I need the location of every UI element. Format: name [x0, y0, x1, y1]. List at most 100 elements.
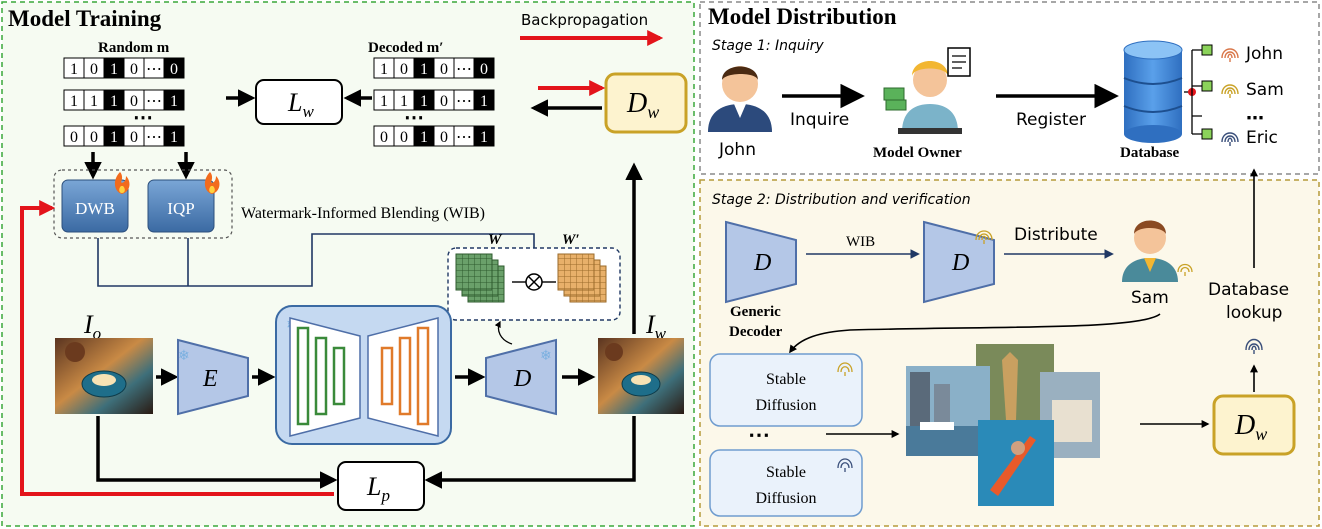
decoded-bit-value: 1 [400, 93, 408, 110]
database-label: Database [1120, 145, 1180, 161]
random-bit-value: 1 [110, 129, 118, 146]
fingerprint-icon [975, 230, 993, 244]
stage2-label: Stage 2: Distribution and verification [712, 192, 971, 208]
encoder-symbol: E [202, 366, 218, 392]
decoded-bit-value: 1 [420, 61, 428, 78]
lw-loss-box [255, 79, 343, 125]
model-owner-avatar [883, 47, 971, 134]
random-rows-ellipsis: ⋯ [133, 107, 153, 129]
wib-step-label: WIB [846, 234, 875, 250]
encoder-block [177, 338, 249, 416]
decoded-bit-value: ⋯ [456, 61, 472, 78]
random-bit-value: 1 [70, 93, 78, 110]
input-image [55, 338, 153, 414]
random-bit-value: 0 [130, 93, 138, 110]
sd2-label-2: Diffusion [755, 490, 816, 507]
random-bit-value: ⋯ [146, 61, 162, 78]
random-bit-cell [163, 89, 185, 111]
stage1-panel [699, 1, 1320, 175]
snowflake-icon: ❄ [540, 348, 552, 364]
wib-label: Watermark-Informed Blending (WIB) [241, 205, 485, 222]
iqp-module [147, 179, 215, 233]
sd1-label-1: Stable [766, 371, 806, 388]
decoder-to-weights-arrow [494, 320, 513, 345]
db-name-sam: Sam [1246, 80, 1284, 100]
generic-decoder-label-1: Generic [730, 304, 781, 320]
times-glyph [527, 275, 541, 289]
sam-avatar [1122, 220, 1178, 282]
watermarked-image [598, 338, 684, 414]
decoded-bit-value: 1 [380, 93, 388, 110]
decoded-bit-value: 0 [380, 129, 388, 146]
db-name-john: John [1245, 44, 1283, 64]
random-bit-value: 1 [70, 61, 78, 78]
stable-diffusion-box-1 [709, 353, 863, 427]
dw-verifier-box [1212, 394, 1296, 456]
stable-diffusion-box-2 [709, 449, 863, 517]
decoded-bit-value: 0 [400, 61, 408, 78]
decoded-bit-value: 1 [420, 129, 428, 146]
random-bit-cell [163, 125, 185, 147]
dw-symbol: Dw [626, 88, 659, 122]
john-avatar [708, 66, 772, 132]
fingerprint-icon [837, 458, 853, 472]
backpropagation-label: Backpropagation [521, 11, 648, 29]
io-symbol: Io [83, 310, 101, 343]
decoded-bit-value: 1 [480, 93, 488, 110]
fire-icon [204, 172, 220, 194]
iqp-label: IQP [167, 199, 194, 218]
decoded-m-label: Decoded m′ [368, 40, 443, 56]
sd1-label-2: Diffusion [755, 397, 816, 414]
random-bit-value: 1 [170, 93, 178, 110]
model-distribution-title: Model Distribution [708, 4, 897, 29]
decoded-bit-value: 0 [480, 61, 488, 78]
decoded-bit-value: ⋯ [456, 93, 472, 110]
random-bit-value: 0 [170, 61, 178, 78]
random-m-label: Random m [98, 40, 170, 56]
fingerprint-icon [1245, 338, 1263, 354]
snowflake-icon: ❄ [178, 348, 190, 364]
lp-loss-box [337, 461, 425, 511]
database-icon [1123, 40, 1183, 143]
db-lookup-label-1: Database [1208, 280, 1289, 300]
random-bit-value: 1 [110, 93, 118, 110]
random-bit-value: 1 [110, 61, 118, 78]
inquire-label: Inquire [790, 110, 849, 130]
lw-symbol: Lw [287, 88, 314, 121]
decoded-bit-value: 0 [440, 61, 448, 78]
fingerprint-icon [1221, 132, 1239, 146]
lp-symbol: Lp [366, 472, 390, 505]
unet-up-layers [380, 326, 430, 426]
distribute-label: Distribute [1014, 225, 1098, 245]
random-bit-value: 1 [170, 129, 178, 146]
decoded-bit-value: 1 [420, 93, 428, 110]
db-lookup-label-2: lookup [1226, 303, 1282, 323]
dw-verifier-symbol: Dw [1234, 410, 1267, 444]
database-tree [1184, 44, 1213, 140]
fingerprint-icon [1221, 84, 1239, 98]
random-bit-value: 0 [70, 129, 78, 146]
dwb-label: DWB [75, 199, 115, 218]
random-bit-value: 0 [130, 129, 138, 146]
fingerprint-icon [1177, 263, 1193, 276]
original-weights-stack [455, 253, 505, 303]
lp-backprop-arrow [20, 200, 334, 496]
decoded-bit-value: 1 [380, 61, 388, 78]
decoded-bit-cell [473, 89, 495, 111]
random-bit-value: 0 [90, 129, 98, 146]
model-owner-label: Model Owner [873, 145, 962, 161]
random-bit-value: 1 [90, 93, 98, 110]
model-training-title: Model Training [8, 6, 162, 31]
decoded-rows-ellipsis: ⋯ [404, 107, 424, 129]
iw-to-lp-arrow [424, 416, 636, 489]
wib-to-blend-wire [97, 233, 539, 287]
unet-down-layers [296, 326, 346, 426]
decoded-bit-value: 0 [400, 129, 408, 146]
decoded-bit-cell [473, 125, 495, 147]
fire-icon [114, 172, 130, 194]
sd-ellipsis: ⋯ [748, 422, 770, 447]
db-names-ellipsis: ⋯ [1246, 108, 1264, 129]
decoded-bit-value: 1 [480, 129, 488, 146]
